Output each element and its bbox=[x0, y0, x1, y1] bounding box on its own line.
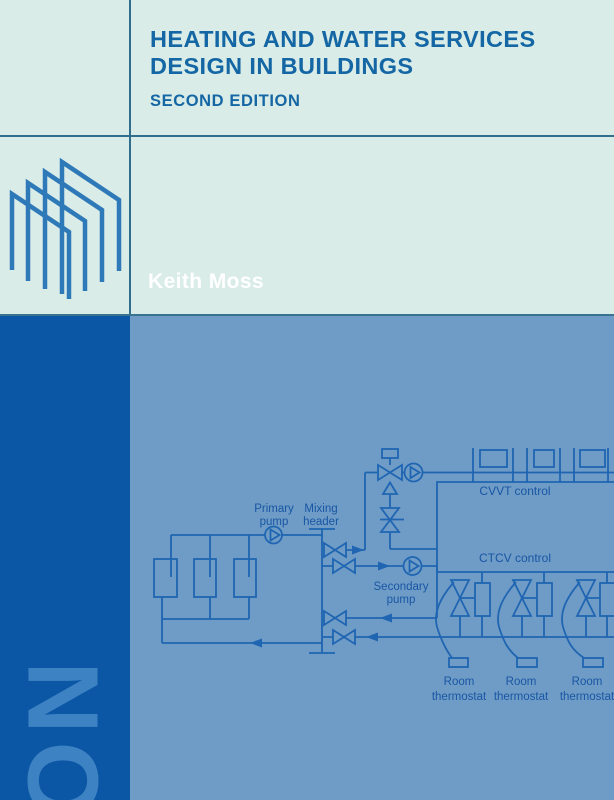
unit-return-drops bbox=[459, 616, 608, 637]
title-block: HEATING AND WATER SERVICES DESIGN IN BUI… bbox=[150, 26, 600, 111]
flow-arrow-left-1 bbox=[380, 613, 392, 623]
boiler-2 bbox=[193, 558, 217, 598]
boiler-3 bbox=[233, 558, 257, 598]
emitter-3 bbox=[599, 582, 614, 617]
boiler-1 bbox=[153, 558, 178, 598]
unit-supply-drops bbox=[481, 572, 608, 583]
flow-arrows bbox=[250, 545, 392, 648]
book-title-line-2: DESIGN IN BUILDINGS bbox=[150, 53, 414, 79]
thermostat-sensor-3 bbox=[582, 657, 604, 668]
thermostat-sensor-2 bbox=[516, 657, 538, 668]
logo-gate-4 bbox=[59, 157, 122, 294]
balancing-valve bbox=[379, 495, 437, 550]
schematic-panel: Primary pump Mixing header Secondary pum… bbox=[130, 316, 614, 800]
flow-arrow-left-2 bbox=[366, 632, 378, 642]
logo-gate-3 bbox=[42, 167, 105, 289]
thermostat-wire-2 bbox=[497, 581, 519, 659]
publisher-spine-text: SPON bbox=[7, 653, 122, 800]
ctcv-units bbox=[449, 572, 614, 637]
primary-pump-label-1: Primary bbox=[254, 503, 294, 515]
thermostat-wire-1 bbox=[435, 581, 455, 659]
three-way-valve bbox=[377, 448, 403, 495]
primary-pump-label-2: pump bbox=[260, 516, 289, 528]
isolating-valve-3 bbox=[323, 609, 347, 627]
secondary-pump-label-1: Secondary bbox=[374, 581, 429, 593]
heating-schematic-diagram: Primary pump Mixing header Secondary pum… bbox=[153, 448, 614, 703]
publisher-logo-icon bbox=[9, 157, 122, 299]
radiator-2 bbox=[533, 449, 555, 468]
emitter-1 bbox=[474, 582, 491, 617]
horizontal-rule bbox=[0, 135, 614, 137]
flow-arrow-left-3 bbox=[250, 638, 262, 648]
boiler-return-pipe bbox=[161, 597, 322, 644]
cvvt-control-label: CVVT control bbox=[479, 484, 550, 498]
room-thermostat-2-label-2: thermostat bbox=[494, 691, 549, 703]
flow-arrow-right-2 bbox=[378, 561, 390, 571]
emitter-2 bbox=[536, 582, 553, 617]
author-name: Keith Moss bbox=[148, 270, 265, 293]
isolating-valve-1 bbox=[323, 541, 347, 559]
vertical-rule bbox=[129, 0, 131, 316]
radiator-3 bbox=[579, 449, 606, 468]
mixing-header-symbol bbox=[309, 528, 335, 654]
isolating-valve-2 bbox=[322, 557, 356, 575]
boiler-dip-pipes bbox=[170, 535, 250, 577]
room-thermostats bbox=[435, 581, 604, 668]
room-thermostat-3-label-1: Room bbox=[572, 676, 603, 688]
mixing-header-label-1: Mixing bbox=[304, 503, 337, 515]
logo-gate-1 bbox=[9, 189, 72, 299]
cvvt-pump-symbol bbox=[402, 462, 424, 483]
thermostat-sensor-1 bbox=[448, 657, 469, 668]
room-thermostat-3-label-2: thermostat bbox=[560, 691, 614, 703]
mixing-header-label-2: header bbox=[303, 516, 339, 528]
radiator-stubs bbox=[472, 448, 609, 482]
cvvt-radiators bbox=[472, 448, 609, 482]
isolating-valve-4 bbox=[322, 628, 356, 646]
room-thermostat-1-label-2: thermostat bbox=[432, 691, 487, 703]
secondary-pump-symbol bbox=[402, 556, 423, 576]
logo-gate-2 bbox=[25, 178, 88, 291]
valve-actuator bbox=[381, 448, 399, 459]
ctcv-supply-main bbox=[421, 565, 614, 573]
cover-top-section: HEATING AND WATER SERVICES DESIGN IN BUI… bbox=[0, 0, 614, 316]
cvvt-riser-pipe bbox=[346, 471, 378, 551]
thermostat-wire-3 bbox=[561, 581, 585, 659]
section-divider-rule bbox=[0, 314, 614, 316]
secondary-pump-label-2: pump bbox=[387, 594, 416, 606]
flow-arrow-right-1 bbox=[352, 545, 364, 555]
ctcv-control-label: CTCV control bbox=[479, 551, 551, 565]
edition-label: SECOND EDITION bbox=[150, 92, 301, 110]
diagram-labels: Primary pump Mixing header Secondary pum… bbox=[254, 484, 614, 703]
book-title-line-1: HEATING AND WATER SERVICES bbox=[150, 26, 536, 52]
room-thermostat-1-label-1: Room bbox=[444, 676, 475, 688]
spine-strip: SPON bbox=[0, 316, 130, 800]
boiler-circuit bbox=[153, 534, 322, 644]
primary-pump-symbol bbox=[264, 525, 283, 545]
radiator-1 bbox=[479, 449, 508, 468]
room-thermostat-2-label-1: Room bbox=[506, 676, 537, 688]
